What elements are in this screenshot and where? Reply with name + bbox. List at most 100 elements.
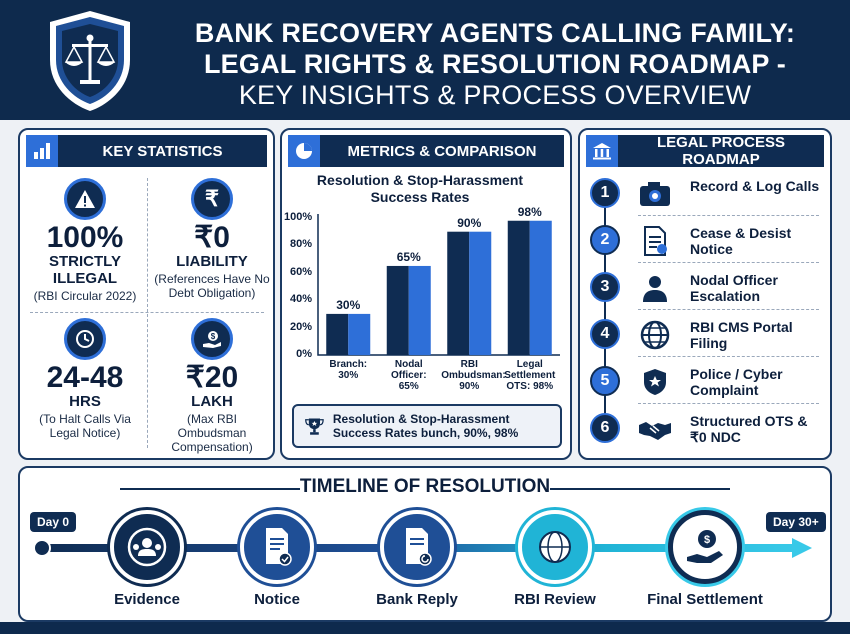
roadmap-connector bbox=[604, 190, 606, 420]
stat-strictly-illegal: 100% STRICTLY ILLEGAL (RBI Circular 2022… bbox=[25, 178, 145, 303]
stat-label: STRICTLY ILLEGAL bbox=[49, 253, 121, 287]
stat-value: ₹20 bbox=[185, 361, 239, 394]
roadmap-step-2: 2 Cease & Desist Notice bbox=[590, 219, 825, 263]
timeline-stage-notice bbox=[240, 510, 314, 584]
footer-bar bbox=[0, 622, 850, 634]
timeline-label-bank-reply: Bank Reply bbox=[376, 591, 458, 608]
stat-value: 100% bbox=[46, 221, 124, 254]
pie-chart-icon bbox=[288, 135, 320, 167]
bar-value-label: 90% bbox=[457, 215, 482, 230]
stat-liability: ₹ ₹0 LIABILITY (References Have No Debt … bbox=[152, 178, 272, 300]
stat-label: HRS bbox=[69, 393, 101, 410]
roadmap-step-6: 6 Structured OTS & ₹0 NDC bbox=[590, 407, 825, 451]
stat-note: (To Halt Calls Via Legal Notice) bbox=[39, 412, 131, 440]
step-text: Record & Log Calls bbox=[690, 178, 820, 194]
roadmap-step-3: 3 Nodal Officer Escalation bbox=[590, 266, 825, 310]
stat-note: (RBI Circular 2022) bbox=[33, 289, 137, 303]
roadmap-heading: LEGAL PROCESS ROADMAP bbox=[586, 134, 824, 168]
stat-20-lakh: $ ₹20 LAKH (Max RBI Ombudsman Compensati… bbox=[152, 318, 272, 454]
step-number: 4 bbox=[590, 319, 620, 349]
timeline-label-final-settlement: Final Settlement bbox=[647, 591, 763, 608]
money-hand-icon: $ bbox=[191, 318, 233, 360]
step-number: 2 bbox=[590, 225, 620, 255]
metrics-heading: METRICS & COMPARISON bbox=[288, 135, 564, 167]
settlement-hand-icon: $ bbox=[687, 530, 723, 563]
chart-summary-text: Resolution & Stop-Harassment Success Rat… bbox=[332, 412, 519, 440]
step-divider bbox=[638, 356, 819, 357]
step-text: Police / Cyber Complaint bbox=[690, 366, 783, 398]
bar-chart-icon bbox=[26, 135, 58, 167]
camera-icon bbox=[640, 182, 670, 206]
timeline-start-label: Day 0 bbox=[30, 512, 77, 532]
police-badge-icon bbox=[644, 369, 666, 395]
rbi-globe-icon bbox=[539, 531, 571, 563]
timeline-label-notice: Notice bbox=[254, 591, 300, 608]
step-number: 6 bbox=[590, 413, 620, 443]
title-line-3: KEY INSIGHTS & PROCESS OVERVIEW bbox=[238, 80, 752, 110]
evidence-icon bbox=[127, 527, 167, 567]
globe-icon bbox=[640, 320, 670, 350]
bar-value-label: 30% bbox=[336, 297, 361, 312]
x-category-label: Branch:30% bbox=[329, 359, 368, 381]
stat-note: (Max RBI Ombudsman Compensation) bbox=[171, 412, 253, 454]
timeline-stage-evidence bbox=[110, 510, 184, 584]
y-tick-label: 80% bbox=[289, 238, 312, 251]
timeline-label-evidence: Evidence bbox=[114, 591, 180, 608]
timeline-title: TIMELINE OF RESOLUTION bbox=[299, 476, 551, 497]
title-line-1: BANK RECOVERY AGENTS CALLING FAMILY: bbox=[194, 18, 796, 48]
key-statistics-heading: KEY STATISTICS bbox=[26, 135, 267, 167]
stat-24-48-hours: 24-48 HRS (To Halt Calls Via Legal Notic… bbox=[25, 318, 145, 440]
reply-document-icon bbox=[406, 528, 432, 566]
stat-value: ₹0 bbox=[194, 221, 230, 254]
chart-title: Resolution & Stop-Harassment Success Rat… bbox=[316, 172, 524, 205]
person-icon bbox=[643, 276, 667, 302]
y-tick-label: 40% bbox=[289, 293, 312, 306]
y-tick-label: 20% bbox=[289, 320, 312, 333]
timeline-end-label: Day 30+ bbox=[766, 512, 826, 532]
scales-of-justice-shield-icon bbox=[50, 11, 130, 111]
chart-summary-box: Resolution & Stop-Harassment Success Rat… bbox=[292, 404, 562, 448]
bar-value-label: 65% bbox=[396, 249, 421, 264]
rupee-icon: ₹ bbox=[191, 178, 233, 220]
page-title: BANK RECOVERY AGENTS CALLING FAMILY: LEG… bbox=[150, 18, 840, 111]
svg-text:$: $ bbox=[704, 534, 710, 546]
y-tick-label: 0% bbox=[296, 348, 312, 360]
step-divider bbox=[638, 215, 819, 216]
stats-divider-vertical bbox=[147, 178, 148, 448]
handshake-icon bbox=[639, 422, 671, 440]
title-line-2: LEGAL RIGHTS & RESOLUTION ROADMAP - bbox=[203, 49, 786, 79]
timeline-label-rbi-review: RBI Review bbox=[514, 591, 596, 608]
y-tick-label: 60% bbox=[289, 265, 312, 278]
timeline-stage-bank-reply bbox=[380, 510, 454, 584]
roadmap-step-4: 4 RBI CMS Portal Filing bbox=[590, 313, 825, 357]
stat-value: 24-48 bbox=[46, 361, 124, 394]
stat-label: LAKH bbox=[191, 393, 233, 410]
header-banner: BANK RECOVERY AGENTS CALLING FAMILY: LEG… bbox=[0, 0, 850, 120]
stat-note: (References Have No Debt Obligation) bbox=[154, 272, 270, 300]
timeline-title-rule-left bbox=[120, 488, 300, 490]
timeline-stage-rbi-review bbox=[518, 510, 592, 584]
roadmap-step-5: 5 Police / Cyber Complaint bbox=[590, 360, 825, 404]
roadmap-panel bbox=[578, 128, 832, 460]
step-divider bbox=[638, 262, 819, 263]
y-tick-label: 100% bbox=[284, 211, 313, 223]
clock-icon bbox=[64, 318, 106, 360]
svg-text:$: $ bbox=[211, 332, 216, 341]
trophy-icon bbox=[305, 418, 324, 435]
step-text: Structured OTS & ₹0 NDC bbox=[690, 413, 808, 445]
stats-divider-horizontal bbox=[30, 312, 264, 313]
step-text: Nodal Officer Escalation bbox=[690, 272, 778, 304]
notice-document-icon bbox=[266, 528, 292, 566]
step-number: 5 bbox=[590, 366, 620, 396]
timeline-stage-final-settlement: $ bbox=[668, 510, 742, 584]
stat-label: LIABILITY bbox=[176, 253, 248, 270]
step-divider bbox=[638, 309, 819, 310]
warning-icon bbox=[64, 178, 106, 220]
step-divider bbox=[638, 403, 819, 404]
step-number: 1 bbox=[590, 178, 620, 208]
document-icon bbox=[644, 226, 667, 256]
bank-building-icon bbox=[586, 135, 618, 167]
